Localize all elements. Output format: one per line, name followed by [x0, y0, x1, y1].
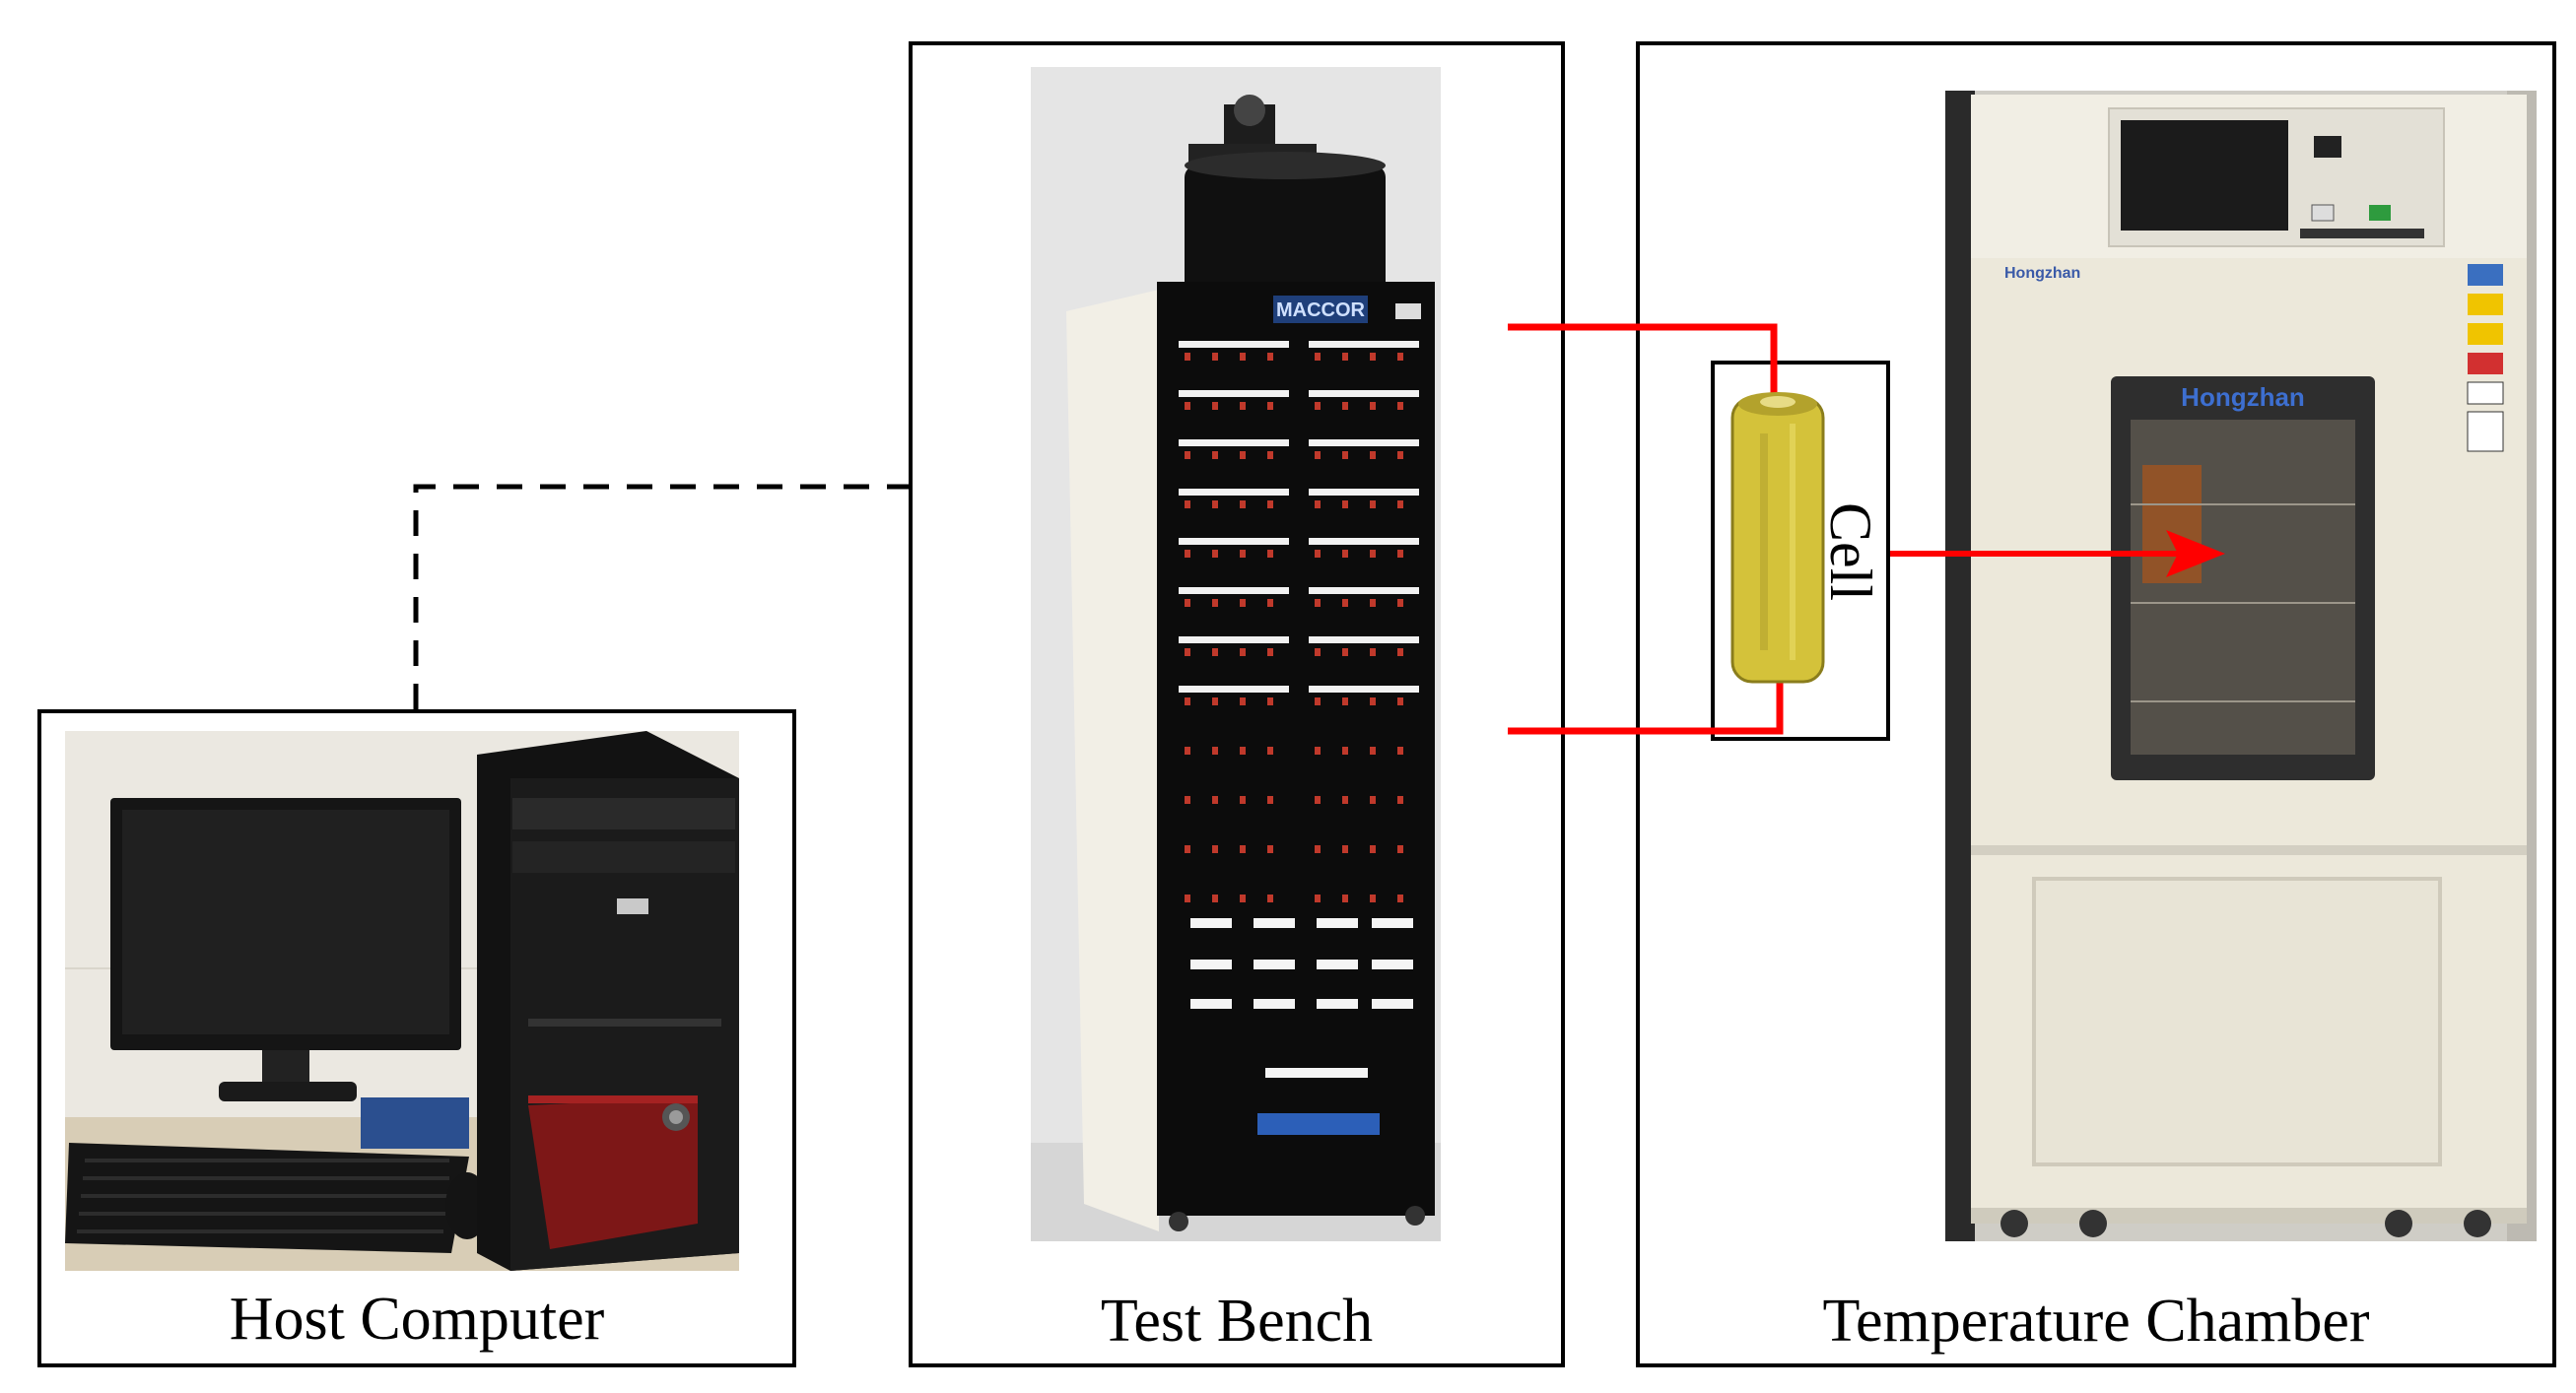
test-bench-label: Test Bench — [1100, 1288, 1374, 1355]
temperature-chamber-photo: Hongzhan Hongzhan — [1945, 91, 2537, 1241]
hongzhan-brand-window: Hongzhan — [2181, 382, 2305, 412]
desktop-computer-icon — [65, 731, 739, 1271]
temperature-chamber-frame: Hongzhan Hongzhan — [1636, 41, 2556, 1367]
test-bench-photo: MACCOR — [1031, 67, 1441, 1241]
climate-chamber-icon: Hongzhan Hongzhan — [1945, 91, 2537, 1241]
host-computer-photo — [65, 731, 739, 1271]
maccor-brand: MACCOR — [1276, 299, 1366, 321]
host-computer-frame: Host Computer — [37, 709, 796, 1367]
hongzhan-brand-small: Hongzhan — [2004, 265, 2080, 282]
data-link-line — [413, 484, 909, 709]
battery-cycler-icon: MACCOR — [1031, 67, 1441, 1241]
host-computer-label: Host Computer — [229, 1286, 605, 1353]
channel-rows — [1179, 341, 1419, 902]
test-bench-frame: MACCOR — [909, 41, 1565, 1367]
cell-label: Cell — [1818, 502, 1883, 601]
temperature-chamber-label: Temperature Chamber — [1822, 1288, 2370, 1355]
